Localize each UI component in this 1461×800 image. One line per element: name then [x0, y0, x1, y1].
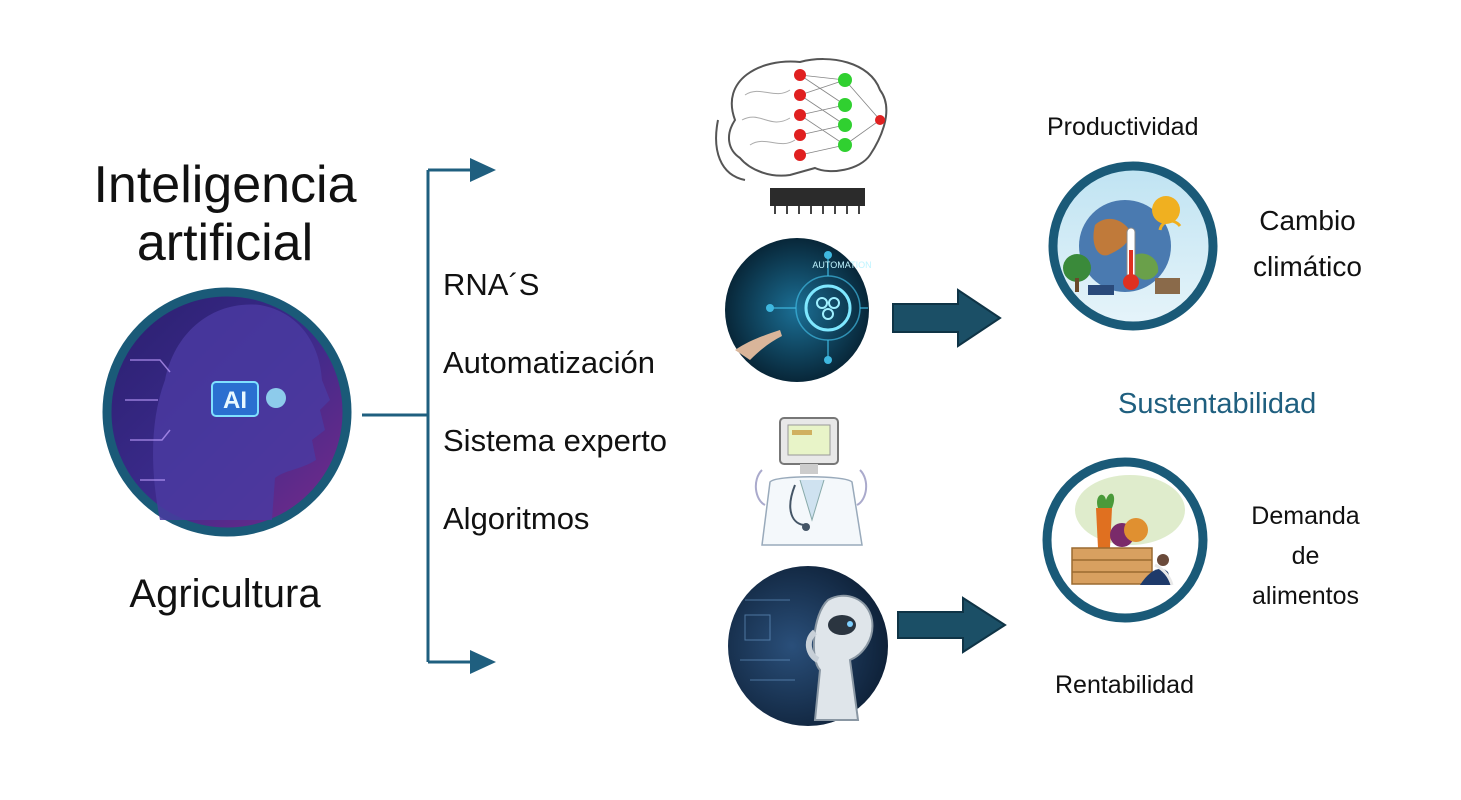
label-rentabilidad: Rentabilidad: [1055, 671, 1194, 699]
climate-earth-icon: [1048, 161, 1218, 331]
label-cambio-climatico: Cambio climático: [1240, 198, 1375, 290]
bracket-connector: [362, 168, 470, 664]
branch-algoritmos: Algoritmos: [443, 501, 590, 536]
expert-system-icon: [754, 417, 868, 546]
ai-head-icon: AI: [102, 287, 352, 537]
demanda-line-3: alimentos: [1252, 582, 1359, 610]
branch-sistema-experto: Sistema experto: [443, 423, 667, 458]
bracket-arrow-top: [470, 158, 496, 182]
branch-rnas: RNA´S: [443, 267, 540, 302]
label-productividad: Productividad: [1047, 113, 1199, 141]
robot-thinker-icon: [728, 566, 888, 726]
automation-badge-text: AUTOMATION: [812, 260, 871, 270]
label-sustentabilidad: Sustentabilidad: [1118, 388, 1317, 420]
block-arrow-bottom: [897, 596, 1007, 654]
subtitle-agricultura: Agricultura: [129, 572, 321, 616]
food-crate-icon: [1042, 457, 1208, 623]
block-arrow-top: [892, 288, 1002, 348]
brain-network-icon: [715, 58, 888, 214]
bracket-arrow-bottom: [470, 650, 496, 674]
demanda-line-2: de: [1291, 542, 1320, 570]
demanda-line-1: Demanda: [1251, 502, 1360, 530]
page-title: Inteligencia artificial: [60, 156, 390, 272]
title-line-1: Inteligencia: [93, 156, 357, 214]
ai-badge-text: AI: [223, 387, 247, 414]
label-demanda-alimentos: Demanda de alimentos: [1238, 496, 1373, 616]
branch-automatizacion: Automatización: [443, 345, 655, 380]
automation-icon: AUTOMATION: [725, 238, 872, 382]
title-line-2: artificial: [136, 214, 314, 272]
cambio-line-2: climático: [1253, 251, 1362, 282]
cambio-line-1: Cambio: [1259, 205, 1356, 236]
